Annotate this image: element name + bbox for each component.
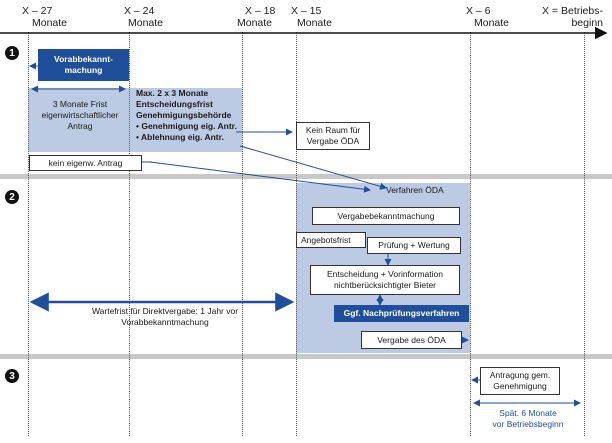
entscheidungsfrist-text: Max. 2 x 3 Monate Entscheidungsfrist Gen… [136, 88, 237, 142]
section-number-1: 1 [5, 46, 19, 60]
tick-label-start: X = Betriebs-beginn [542, 5, 603, 29]
frist-text: 3 Monate Frist eigenwirtschaftlicher Ant… [41, 99, 119, 131]
kein-antrag-to-verfahren-arrow [149, 161, 371, 193]
nachpruefungsverfahren-box: Ggf. Nachprüfungsverfahren [334, 305, 469, 322]
gridline-start [584, 32, 585, 436]
verfahren-oeda-label: Verfahren ÖDA [386, 185, 444, 195]
gridline-x18 [242, 32, 243, 436]
antragung-box: Antragung gem.Genehmigung [480, 367, 560, 395]
pruefung-wertung-box: Prüfung + Wertung [367, 237, 461, 254]
section-separator-2 [0, 354, 612, 359]
section-number-3: 3 [5, 369, 19, 383]
spaet-text: Spät. 6 Monate vor Betriebsbeginn [492, 408, 564, 429]
gridline-x24 [129, 32, 130, 436]
ablehnung-to-verfahren-arrow [239, 145, 387, 190]
angebotsfrist-box: Angebotsfrist [296, 232, 366, 248]
vergabebekanntmachung-box: Vergabebekanntmachung [312, 207, 460, 225]
gridline-x27 [28, 32, 29, 436]
vergabe-oeda-box: Vergabe des ÖDA [361, 331, 462, 349]
gridline-x6 [470, 32, 471, 436]
kein-antrag-box: kein eigenw. Antrag [29, 155, 142, 171]
wartefrist-text: Wartefrist für Direktvergabe: 1 Jahr vor… [91, 306, 239, 327]
vorabbekanntmachung-box: Vorabbekannt-machung [38, 49, 129, 81]
decision-period-shade [28, 88, 242, 152]
section-number-2: 2 [5, 190, 19, 204]
section-separator-1 [0, 174, 612, 179]
